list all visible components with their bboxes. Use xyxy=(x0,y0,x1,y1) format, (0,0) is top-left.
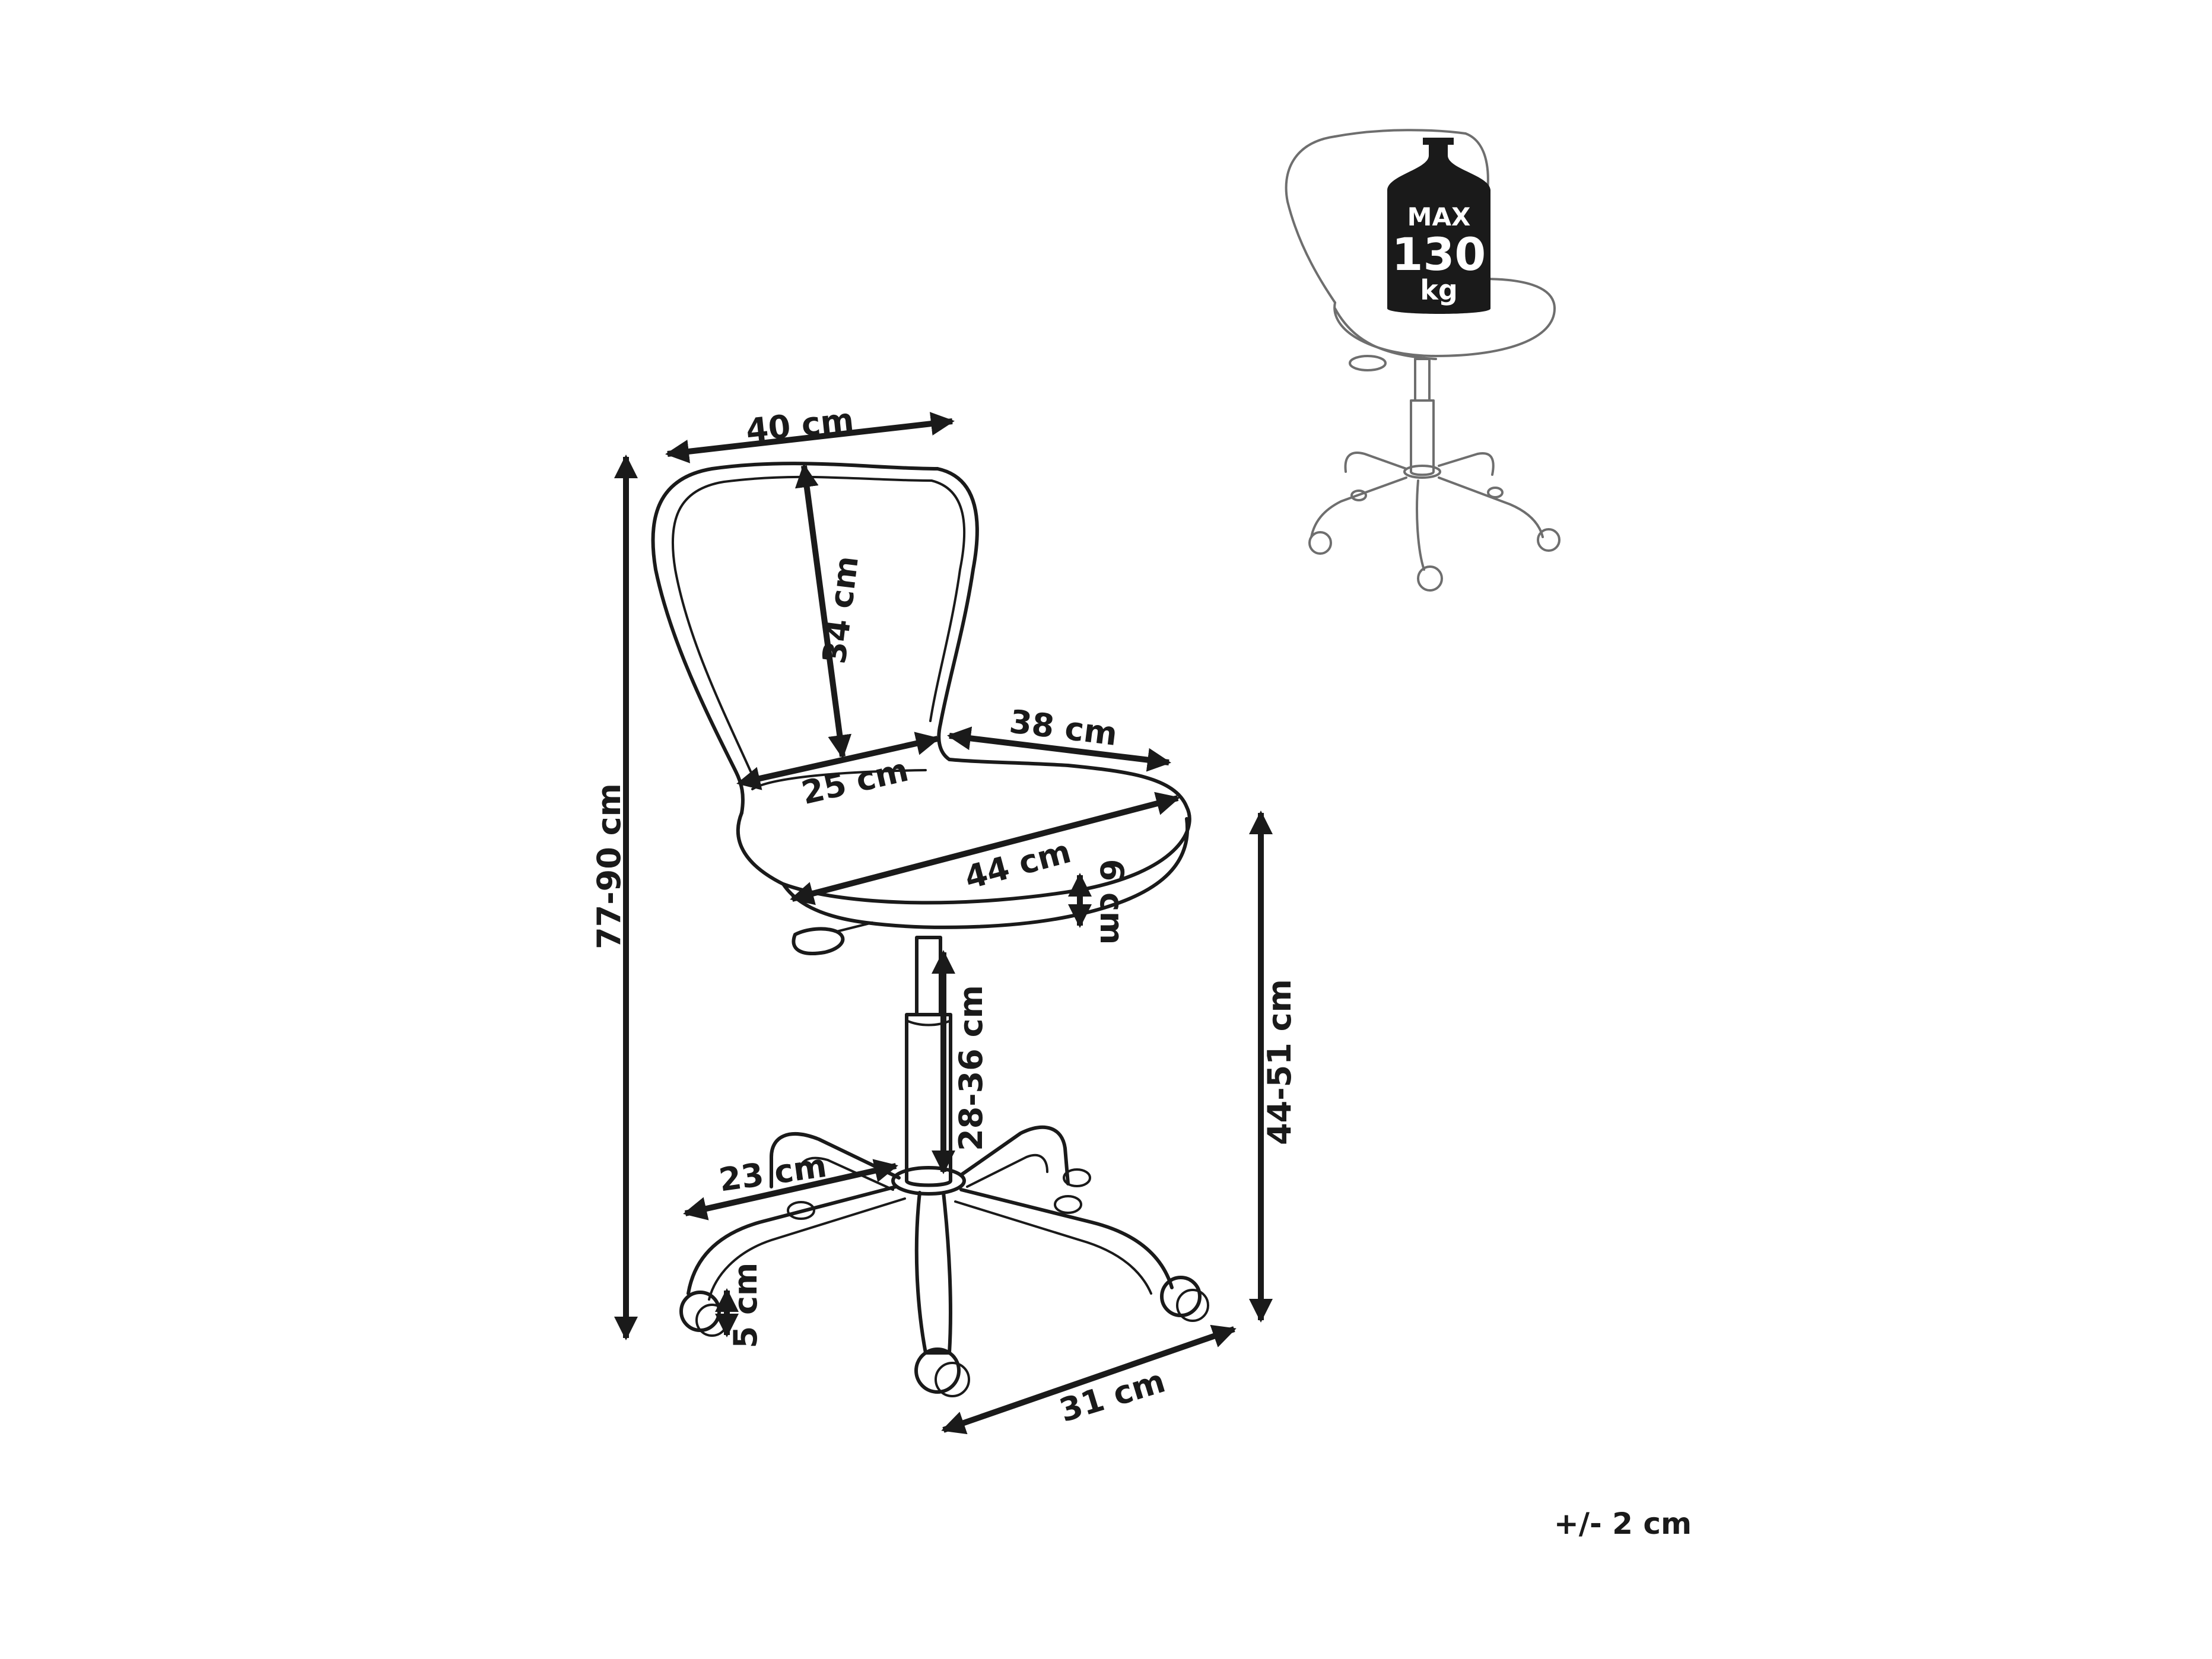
backrest-inner-right xyxy=(929,479,966,722)
leg-front-left xyxy=(687,1185,898,1295)
caster-right-wheel xyxy=(1176,1289,1209,1322)
label-seat-thickness: 6 cm xyxy=(1093,859,1130,945)
backrest-inner-outline xyxy=(671,475,933,773)
label-seat-height: 44-51 cm xyxy=(1261,979,1298,1145)
preview-chair-icon xyxy=(1285,129,1561,592)
label-total-height: 77-90 cm xyxy=(590,783,628,949)
tilt-lever-stem xyxy=(835,921,873,933)
leg-front-left-inner xyxy=(708,1197,906,1301)
label-leg-length: 23 cm xyxy=(717,1147,829,1199)
tolerance-note: +/- 2 cm xyxy=(1554,1507,1692,1541)
max-load-unit: kg xyxy=(1420,274,1458,306)
leg-back-left xyxy=(770,1132,901,1188)
arrow-seat-depth-back xyxy=(736,732,940,790)
max-load-illustration: MAX 130 kg xyxy=(1285,129,1561,592)
leg-front-center xyxy=(914,1191,952,1355)
arrow-seat-width xyxy=(790,792,1180,905)
label-caster-height: 5 cm xyxy=(727,1263,764,1349)
max-load-label: MAX xyxy=(1407,202,1471,231)
dimension-arrows xyxy=(614,412,1273,1435)
dimension-labels: 40 cm 34 cm 25 cm 38 cm 44 cm 6 cm 77-90… xyxy=(590,401,1298,1429)
arrow-seat-depth-front xyxy=(947,726,1171,772)
caster-back-right-2 xyxy=(1063,1168,1091,1187)
gas-column-cover xyxy=(905,1013,952,1187)
leg-back-right-inner xyxy=(966,1153,1048,1188)
caster-left-wheel xyxy=(695,1304,729,1337)
leg-front-right-inner xyxy=(954,1200,1152,1295)
tilt-lever xyxy=(792,927,845,955)
arrow-base-radius xyxy=(941,1324,1237,1435)
backrest-right-edge xyxy=(936,467,979,761)
leg-back-right xyxy=(959,1125,1070,1186)
arrow-backrest-height xyxy=(794,463,852,759)
arrow-leg-length xyxy=(683,1159,898,1221)
leg-front-right xyxy=(959,1188,1174,1289)
label-column-height: 28-36 cm xyxy=(952,985,990,1151)
max-load-value: 130 xyxy=(1392,228,1486,281)
weight-icon: MAX 130 kg xyxy=(1387,138,1490,314)
caster-front-wheel xyxy=(935,1362,970,1397)
base-hub xyxy=(891,1166,966,1196)
gas-column-top xyxy=(915,936,942,1016)
label-backrest-height: 34 cm xyxy=(815,554,866,666)
label-backrest-width: 40 cm xyxy=(744,401,856,450)
caster-back-right xyxy=(1054,1195,1082,1214)
arrow-backrest-width xyxy=(665,412,955,463)
